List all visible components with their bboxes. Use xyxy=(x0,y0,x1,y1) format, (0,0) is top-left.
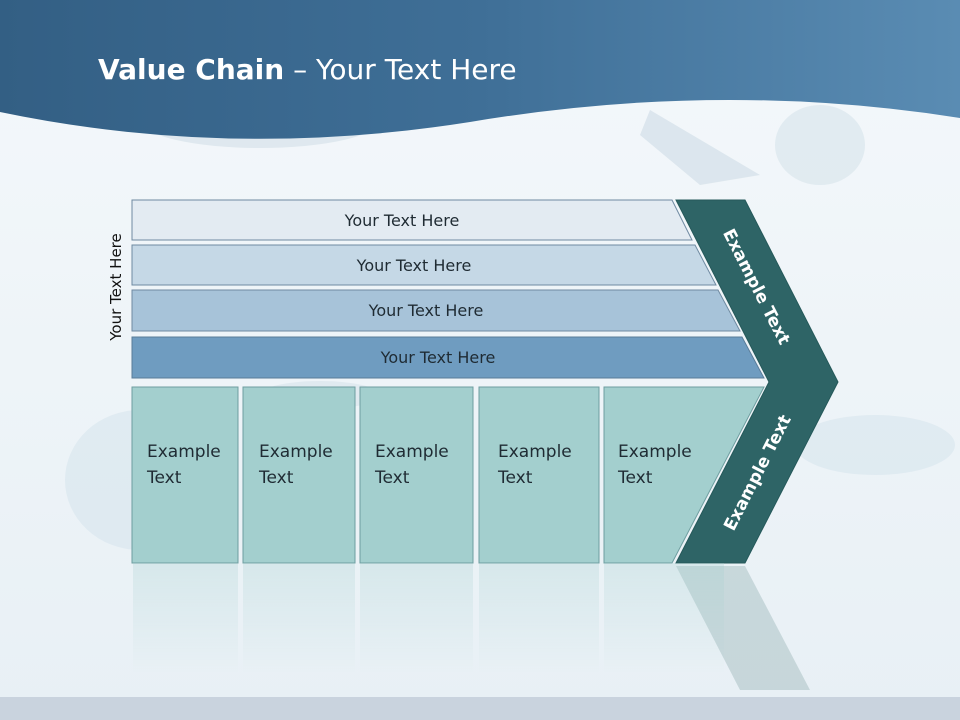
bar-1-label: Your Text Here xyxy=(344,210,460,230)
bar-3-shape xyxy=(131,289,741,332)
box-4-shape xyxy=(478,386,600,564)
box-1-line1: Example xyxy=(147,442,221,462)
chevron-reflection xyxy=(676,566,810,690)
bar-2-label: Your Text Here xyxy=(356,255,472,275)
chevron-shape xyxy=(675,199,839,564)
bar-3-label: Your Text Here xyxy=(368,300,484,320)
box-1-shape xyxy=(131,386,239,564)
box-4-line1: Example xyxy=(498,442,572,462)
footer-strip xyxy=(0,697,960,720)
box-4-line2: Text xyxy=(498,468,533,488)
box-2-line2: Text xyxy=(259,468,294,488)
bar-3: Your Text Here xyxy=(132,290,740,330)
box-3-line2: Text xyxy=(375,468,410,488)
box-5: Example Text xyxy=(604,387,724,563)
title-rest: – Your Text Here xyxy=(284,53,517,86)
box-1: Example Text xyxy=(133,387,238,563)
box-5-shape xyxy=(603,386,765,564)
boxes-reflection xyxy=(133,563,753,693)
box-2-shape xyxy=(242,386,356,564)
header-band xyxy=(0,0,960,139)
box-3-shape xyxy=(359,386,474,564)
box-1-line2: Text xyxy=(147,468,182,488)
box-3-line1: Example xyxy=(375,442,449,462)
box-5-line2: Text xyxy=(618,468,653,488)
bar-2: Your Text Here xyxy=(132,245,716,285)
box-3: Example Text xyxy=(361,387,473,563)
title-bold: Value Chain xyxy=(98,53,285,86)
bar-4-shape xyxy=(131,336,765,379)
box-2-line1: Example xyxy=(259,442,333,462)
bar-1-shape xyxy=(131,199,693,241)
bar-2-shape xyxy=(131,244,717,286)
box-5-line1: Example xyxy=(618,442,692,462)
box-4: Example Text xyxy=(484,387,599,563)
box-2: Example Text xyxy=(245,387,355,563)
slide-title: Value Chain – Your Text Here xyxy=(98,53,517,86)
bar-1: Your Text Here xyxy=(132,200,692,240)
bar-4: Your Text Here xyxy=(132,337,764,377)
bar-4-label: Your Text Here xyxy=(380,347,496,367)
